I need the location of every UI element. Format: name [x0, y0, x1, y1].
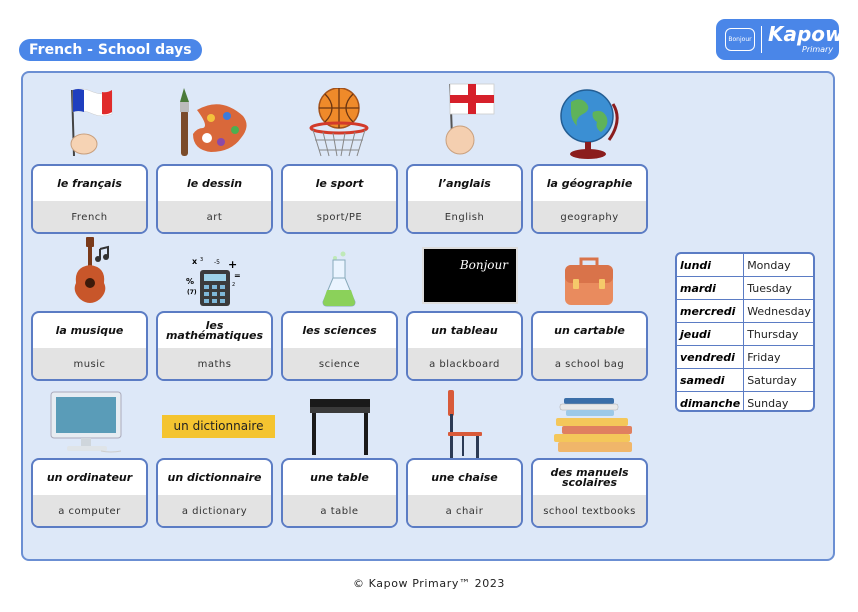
math-symbol: +: [228, 258, 237, 271]
math-symbol: =: [234, 271, 241, 280]
english-word: science: [283, 348, 396, 379]
vocab-card: un dictionnaire a dictionary: [156, 458, 273, 528]
dictionary-icon: un dictionnaire: [162, 415, 275, 438]
day-french: mercredi: [677, 299, 745, 323]
vocab-card: la géographie geography: [531, 164, 648, 234]
globe-icon: [560, 89, 619, 159]
vocab-card: un tableau a blackboard: [406, 311, 523, 381]
basketball-hoop-icon: [309, 88, 369, 157]
chair-icon: [448, 390, 482, 458]
french-word: une table: [310, 470, 369, 484]
table-icon: [310, 399, 370, 455]
day-english: Thursday: [743, 322, 813, 346]
english-word: French: [33, 201, 146, 232]
french-word: un dictionnaire: [167, 470, 262, 484]
day-english: Wednesday: [743, 299, 813, 323]
logo-divider: [761, 26, 762, 53]
english-word: a dictionary: [158, 495, 271, 526]
french-word: l’anglais: [438, 176, 491, 190]
vocab-card: une chaise a chair: [406, 458, 523, 528]
french-word: le sport: [315, 176, 364, 190]
vocab-card: un cartable a school bag: [531, 311, 648, 381]
computer-icon: [50, 391, 122, 453]
english-word: a computer: [33, 495, 146, 526]
vocab-card: le sport sport/PE: [281, 164, 398, 234]
french-word: un tableau: [431, 323, 498, 337]
calculator-icon: x 3 -5 + % (7) = 2: [186, 257, 241, 306]
guitar-icon: [74, 237, 109, 303]
vocab-card: une table a table: [281, 458, 398, 528]
vocab-card: la musique music: [31, 311, 148, 381]
math-symbol: 3: [200, 257, 203, 263]
page-title: French - School days: [19, 39, 202, 61]
vocab-card: les mathématiques maths: [156, 311, 273, 381]
english-word: a table: [283, 495, 396, 526]
blackboard-icon: Bonjour: [422, 247, 518, 304]
day-english: Sunday: [747, 396, 789, 410]
french-flag-icon: [70, 88, 113, 157]
paint-palette-icon: [180, 88, 247, 156]
english-word: sport/PE: [283, 201, 396, 232]
school-bag-icon: [565, 257, 613, 305]
english-word: geography: [533, 201, 646, 232]
day-english: Monday: [743, 254, 813, 277]
kapow-logo: Bonjour Kapow Primary: [716, 19, 844, 60]
french-word: les sciences: [302, 323, 377, 337]
english-word: maths: [158, 348, 271, 379]
day-french: jeudi: [677, 322, 745, 346]
french-word: la musique: [55, 323, 124, 337]
blackboard-text: Bonjour: [459, 258, 508, 272]
logo-sub: Primary: [802, 45, 834, 54]
vocab-card: les sciences science: [281, 311, 398, 381]
textbooks-icon: [554, 398, 632, 452]
english-word: music: [33, 348, 146, 379]
english-word: English: [408, 201, 521, 232]
day-french: dimanche: [677, 391, 745, 410]
vocab-card: des manuels scolaires school textbooks: [531, 458, 648, 528]
french-word: des manuels scolaires: [550, 465, 629, 489]
flask-icon: [322, 251, 356, 307]
english-word: art: [158, 201, 271, 232]
day-english: Friday: [743, 345, 813, 369]
logo-brand: Kapow: [768, 22, 844, 46]
english-word: a blackboard: [408, 348, 521, 379]
copyright-footer: © Kapow Primary™ 2023: [352, 577, 506, 590]
vocab-card: un ordinateur a computer: [31, 458, 148, 528]
vocab-card: le dessin art: [156, 164, 273, 234]
day-french: lundi: [677, 254, 745, 277]
speech-bubble-icon: Bonjour: [725, 28, 755, 51]
french-word: une chaise: [431, 470, 498, 484]
day-french: mardi: [677, 276, 745, 300]
english-word: a school bag: [533, 348, 646, 379]
french-word: un cartable: [554, 323, 625, 337]
day-english: Tuesday: [743, 276, 813, 300]
french-word: le dessin: [186, 176, 243, 190]
math-symbol: 2: [232, 282, 235, 288]
math-symbol: x: [192, 257, 198, 266]
day-french: vendredi: [677, 345, 745, 369]
english-word: a chair: [408, 495, 521, 526]
math-symbol: (7): [187, 289, 197, 296]
english-word: school textbooks: [533, 495, 646, 526]
french-word: un ordinateur: [46, 470, 133, 484]
french-word: le français: [57, 176, 122, 190]
day-french: samedi: [677, 368, 745, 392]
english-flag-icon: [445, 83, 495, 155]
math-symbol: %: [186, 277, 194, 286]
day-english: Saturday: [743, 368, 813, 392]
french-word: la géographie: [546, 176, 633, 190]
math-symbol: -5: [214, 259, 220, 266]
french-word: les mathématiques: [165, 318, 264, 342]
